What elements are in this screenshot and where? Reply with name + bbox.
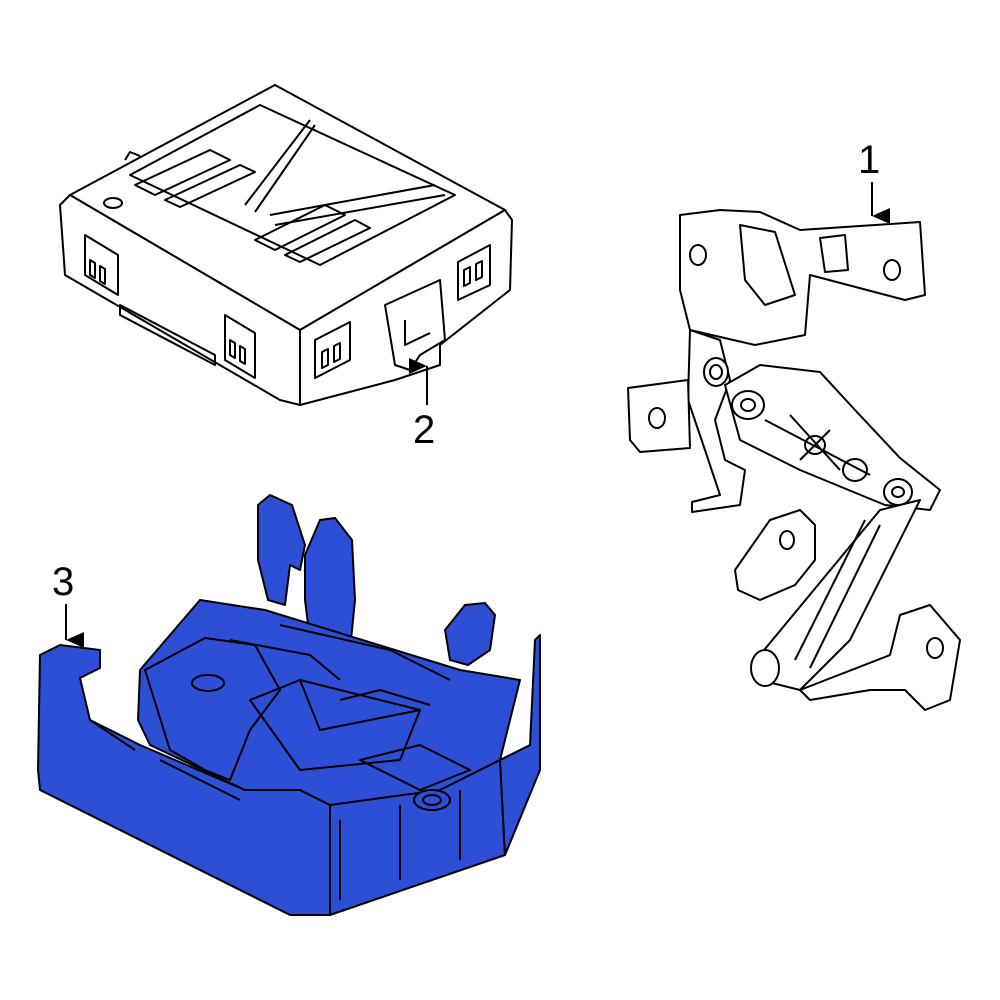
callout-3-number: 3 xyxy=(52,560,75,604)
callout-1-number: 1 xyxy=(858,138,881,182)
callout-2-number: 2 xyxy=(413,408,436,452)
control-module-part[interactable] xyxy=(59,84,513,406)
sensor-bracket-part[interactable] xyxy=(627,209,961,711)
module-tray-part[interactable] xyxy=(37,494,541,916)
